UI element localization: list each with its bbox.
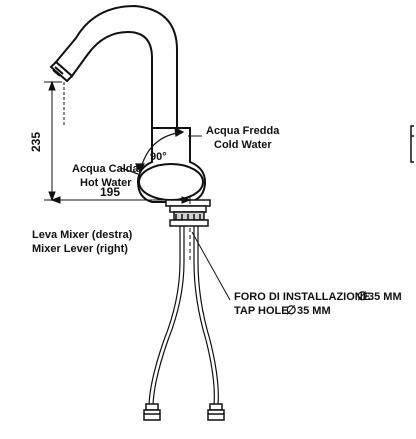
tap-hole-diameter-icon-en: ∅: [286, 303, 296, 317]
height-value: 235: [29, 132, 43, 152]
tap-hole-label-it: FORO DI INSTALLAZIONE: [234, 291, 370, 303]
hot-water-label-it: Acqua Calda: [72, 163, 140, 175]
mixer-lever-label-it: Leva Mixer (destra): [32, 229, 133, 241]
cold-water-label-en: Cold Water: [214, 139, 272, 151]
tap-hole-leader: [191, 231, 231, 301]
lever-angle-indicator: [120, 126, 185, 175]
height-dimension: [44, 80, 65, 202]
reach-dimension: [50, 196, 192, 204]
reach-value: 195: [100, 185, 120, 199]
hot-water-label-en: Hot Water: [80, 177, 132, 189]
cold-water-label-it: Acqua Fredda: [206, 125, 280, 137]
hose-fittings: [143, 403, 225, 421]
tap-hole-size-it: 35 MM: [368, 291, 402, 303]
faucet-base: [165, 199, 211, 227]
mixer-lever-label-en: Mixer Lever (right): [32, 243, 128, 255]
faucet-spout: [49, 4, 178, 131]
tap-hole-size-en: 35 MM: [297, 305, 331, 317]
faucet-body: [136, 127, 207, 203]
tap-hole-diameter-icon: ∅: [357, 289, 367, 303]
angle-value: 90°: [150, 151, 167, 163]
edge-mark: [410, 125, 414, 163]
tap-hole-label-en: TAP HOLE: [234, 305, 289, 317]
flex-hoses: [148, 226, 219, 406]
